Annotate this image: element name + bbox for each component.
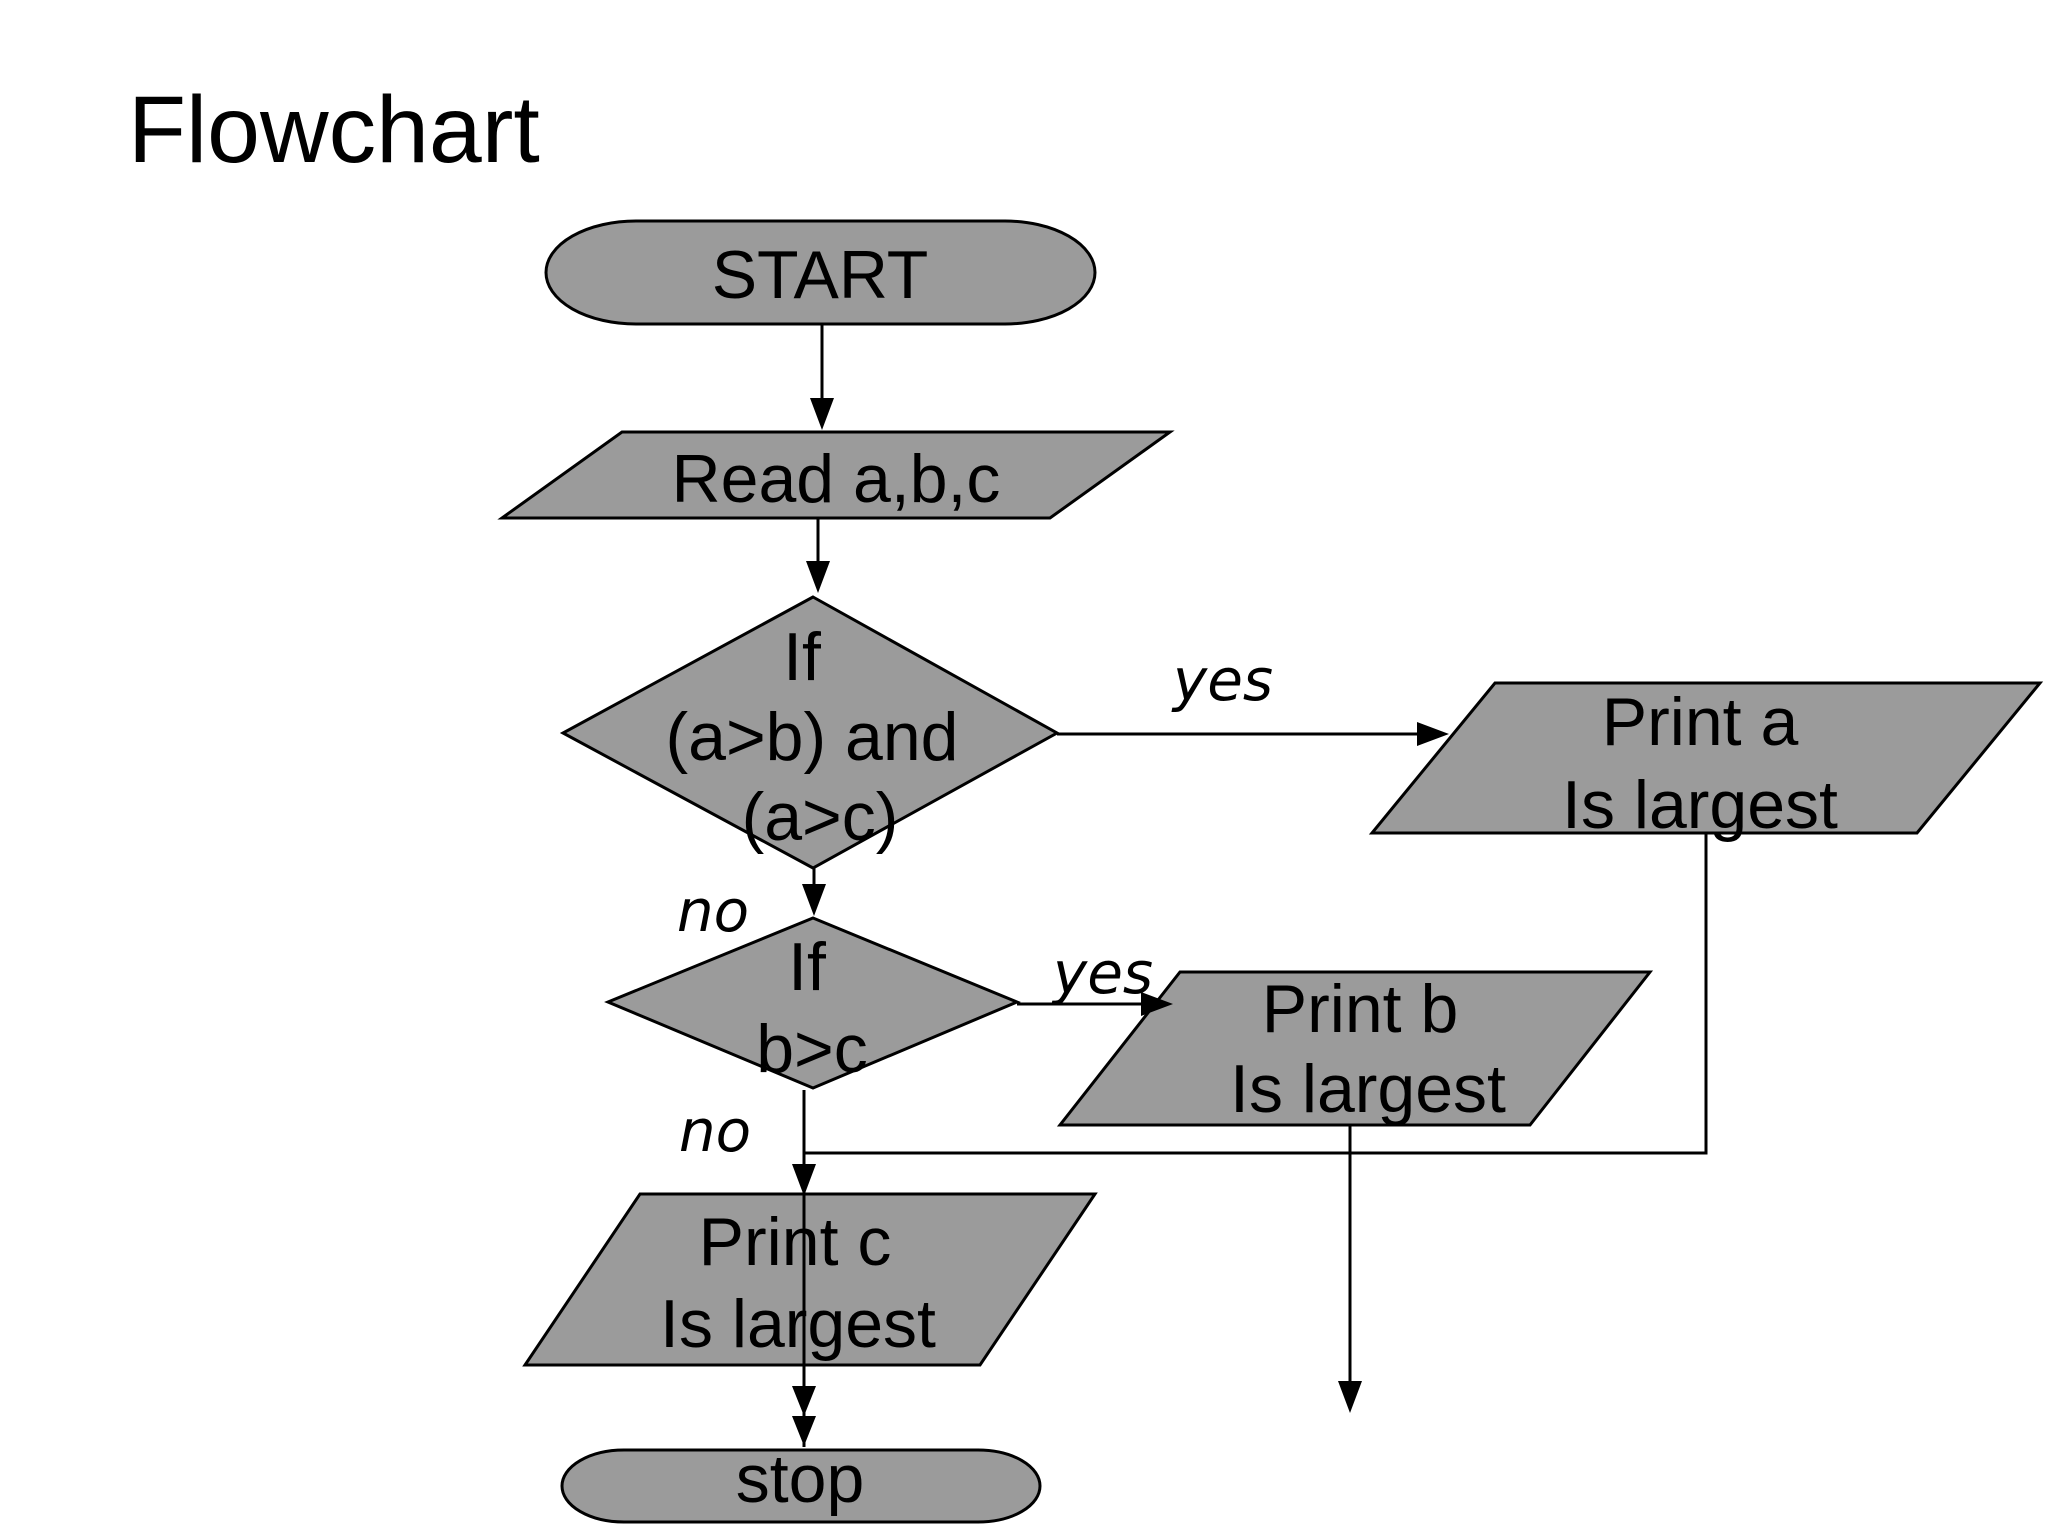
- print-a-label-line2: Is largest: [1562, 767, 1838, 843]
- arrowhead-decision1-to-decision2: [802, 884, 826, 916]
- decision2-diamond-shape: [604, 916, 1021, 1090]
- decision2-label-line2: b>c: [756, 1011, 868, 1087]
- decision1-label-line3: (a>c): [742, 779, 899, 855]
- print-c-label-line1: Print c: [699, 1204, 892, 1280]
- connector-print-a-to-junction: [804, 833, 1708, 1155]
- read-io-shape: [497, 430, 1175, 520]
- arrowhead-start-to-read: [810, 398, 834, 430]
- stop-label: stop: [736, 1441, 865, 1517]
- print-c-label-line2: Is largest: [660, 1286, 936, 1362]
- arrowhead-read-to-decision1: [806, 561, 830, 593]
- print-c-io-shape: [522, 1192, 1098, 1367]
- print-a-label-line1: Print a: [1602, 684, 1799, 760]
- start-label: START: [712, 237, 929, 313]
- edge-label-no2: no: [679, 1097, 751, 1165]
- arrowhead-print-c-to-stop-lower: [792, 1416, 816, 1446]
- page-title: Flowchart: [128, 77, 540, 183]
- decision2-label-line1: If: [788, 929, 826, 1005]
- arrowhead-decision2-yes-to-print-b: [1141, 992, 1173, 1016]
- arrowhead-print-c-to-stop-upper: [792, 1386, 816, 1416]
- stop-terminator-shape: [560, 1448, 1042, 1524]
- arrowhead-into-print-c: [792, 1164, 816, 1196]
- edge-label-yes2: yes: [1051, 939, 1153, 1007]
- edge-label-no1: no: [677, 877, 749, 945]
- print-b-io-shape: [1056, 970, 1654, 1127]
- print-b-label-line2: Is largest: [1230, 1051, 1506, 1127]
- read-label: Read a,b,c: [672, 441, 1001, 517]
- arrowhead-print-b-down: [1338, 1381, 1362, 1413]
- print-a-io-shape: [1368, 681, 2044, 835]
- arrowhead-decision1-yes-to-print-a: [1417, 722, 1449, 746]
- decision1-label-line2: (a>b) and: [666, 699, 959, 775]
- edge-label-yes1: yes: [1171, 646, 1273, 714]
- decision1-label-line1: If: [783, 619, 821, 695]
- print-b-label-line1: Print b: [1262, 971, 1459, 1047]
